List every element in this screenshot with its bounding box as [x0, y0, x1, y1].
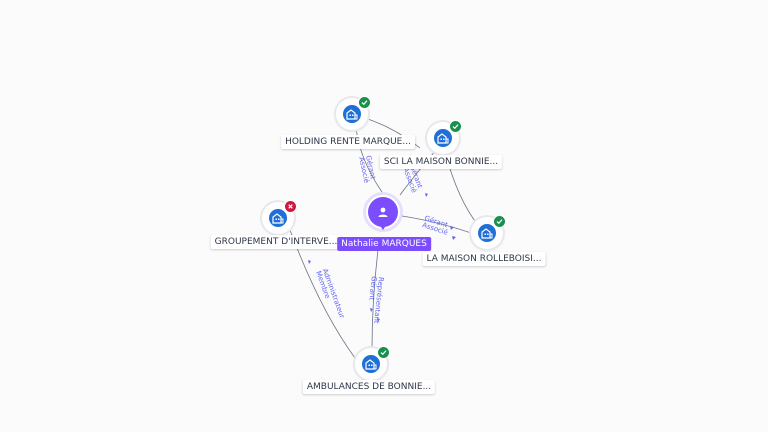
svg-text:GérantReprésentant: GérantReprésentant	[365, 276, 385, 325]
edge-holding-sci	[364, 117, 421, 149]
building-icon	[362, 355, 380, 373]
building-icon	[478, 224, 496, 242]
person-node-center[interactable]	[363, 192, 403, 232]
company-node-holding[interactable]	[336, 96, 371, 130]
building-icon	[434, 129, 452, 147]
company-label[interactable]: GROUPEMENT D'INTERVE...	[210, 235, 342, 249]
company-label[interactable]: SCI LA MAISON BONNIE...	[379, 155, 503, 169]
edge-label-gerant: Gérant	[367, 276, 377, 301]
pin-pointer	[379, 224, 387, 230]
status-active-icon	[493, 215, 506, 228]
company-node-groupement[interactable]	[262, 200, 297, 234]
status-active-icon	[449, 120, 462, 133]
edge-person-sci[interactable]: GérantAssocié	[399, 149, 437, 197]
relation-arrow	[308, 260, 311, 264]
relation-arrow	[370, 308, 373, 312]
svg-text:MembreAdministrateur: MembreAdministrateur	[314, 268, 346, 322]
building-icon	[269, 209, 287, 227]
status-active-icon	[358, 96, 371, 109]
company-node-ambulances[interactable]	[355, 346, 390, 380]
relation-arrow	[452, 236, 456, 240]
person-label[interactable]: Nathalie MARQUES	[337, 237, 431, 251]
building-icon	[343, 105, 361, 123]
svg-text:GérantAssocié: GérantAssocié	[421, 214, 451, 236]
company-node-rolleboise[interactable]	[471, 215, 506, 249]
relation-arrow	[425, 193, 428, 197]
relation-arrow	[377, 318, 380, 322]
relation-arrow	[450, 226, 454, 230]
company-label[interactable]: LA MAISON ROLLEBOISI...	[422, 252, 546, 266]
person-icon	[368, 197, 398, 227]
status-closed-icon	[284, 200, 297, 213]
company-label[interactable]: HOLDING RENTE MARQUE...	[281, 135, 415, 149]
company-node-sci[interactable]	[427, 120, 462, 154]
edge-person-ambulances[interactable]: GérantReprésentant	[365, 249, 385, 351]
status-active-icon	[377, 346, 390, 359]
company-label[interactable]: AMBULANCES DE BONNIE...	[302, 380, 436, 394]
